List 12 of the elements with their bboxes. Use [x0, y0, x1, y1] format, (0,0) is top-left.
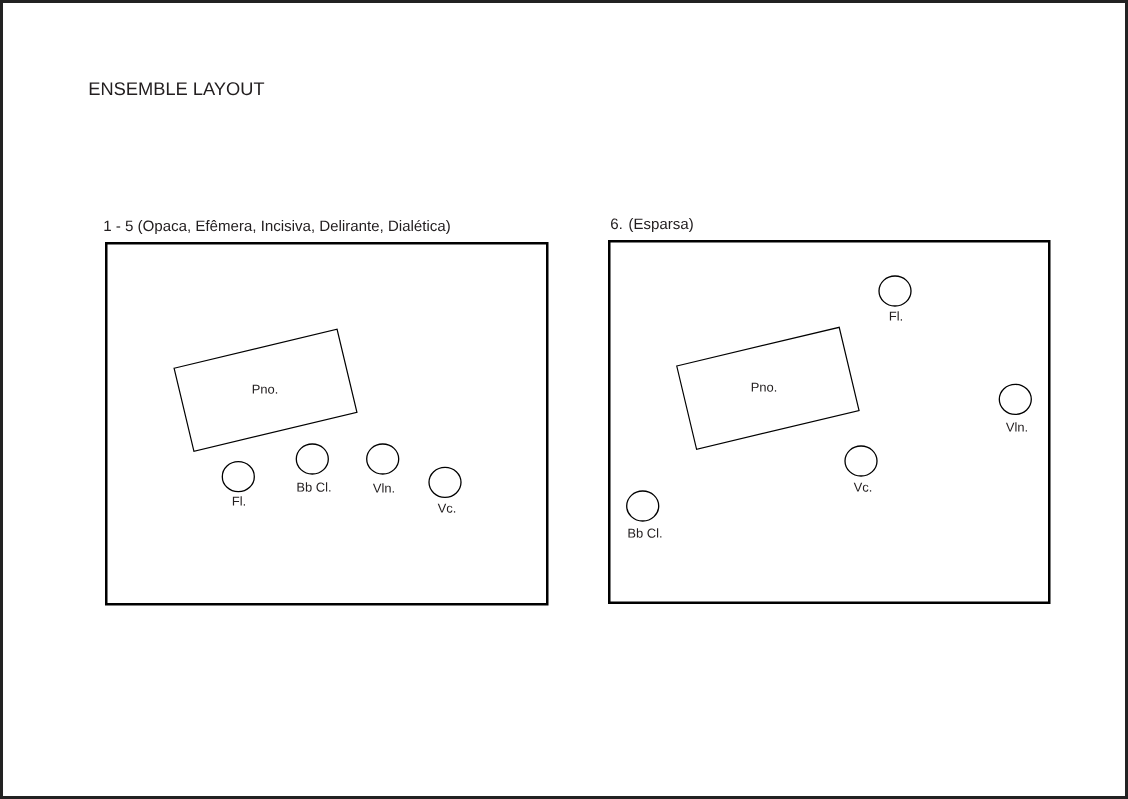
instrument-label: Fl. [232, 496, 245, 506]
instrument-label: Vc. [853, 482, 872, 492]
instrument-label: Vln. [372, 483, 394, 493]
instrument-label: Bb Cl. [297, 482, 331, 492]
instrument-label: Bb Cl. [628, 528, 662, 538]
instrument-label: Fl. [889, 311, 902, 321]
panel-heading: 1 - 5 (Opaca, Efêmera, Incisiva, Delirante, Dialética) [104, 219, 450, 235]
piano-box: Pno. [676, 326, 860, 450]
instrument-label: Vln. [1005, 422, 1027, 432]
title: ENSEMBLE LAYOUT [89, 82, 265, 96]
instrument-label: Vc. [437, 503, 456, 513]
panel-heading: 6. (Esparsa) [611, 218, 693, 233]
